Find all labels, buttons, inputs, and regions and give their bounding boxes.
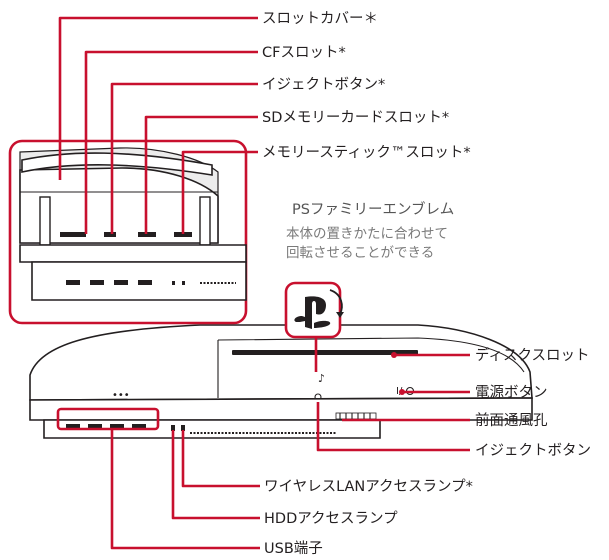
usb-ports [66, 424, 146, 429]
svg-text:•••: ••• [112, 390, 130, 401]
emblem-callout [284, 281, 344, 372]
emblem-note-line2: 回転させることができる [286, 245, 434, 261]
label-disc-slot: ディスクスロット [475, 346, 590, 364]
label-sd-slot: SDメモリーカードスロット* [262, 110, 449, 126]
usb-highlight [56, 407, 160, 431]
emblem-note-line1: 本体の置きかたに合わせて [286, 226, 448, 242]
label-wireless-lamp: ワイヤレスLANアクセスランプ* [264, 478, 473, 495]
label-cf-slot: CFスロット* [262, 45, 346, 61]
label-slot-cover: スロットカバー＊ [262, 11, 378, 27]
label-usb-port: USB端子 [264, 540, 323, 557]
leader-lines [58, 16, 470, 550]
label-eject-button-top: イジェクトボタン* [262, 76, 385, 93]
disc-slot [232, 350, 418, 355]
playstation-logo-icon [294, 296, 331, 329]
label-front-vents: 前面通風孔 [475, 412, 548, 429]
label-memory-stick-slot: メモリースティック™スロット* [262, 144, 471, 161]
rotate-arrow-icon [329, 289, 344, 318]
console-ps-logo-icon: ♪ [318, 372, 325, 385]
console-body: ♪ ••• I/ [29, 324, 533, 439]
label-power-button: 電源ボタン [475, 384, 548, 401]
label-hdd-lamp: HDDアクセスランプ [264, 510, 398, 527]
hdd-lamp [171, 425, 175, 431]
wireless-lamp [181, 425, 185, 431]
callout-labels: スロットカバー＊ CFスロット* イジェクトボタン* SDメモリーカードスロット… [262, 11, 591, 557]
emblem-title: PSファミリーエンブレム [292, 200, 454, 218]
slot-inset [8, 139, 248, 325]
label-eject-button: イジェクトボタン [475, 442, 591, 459]
front-vents [335, 412, 377, 420]
